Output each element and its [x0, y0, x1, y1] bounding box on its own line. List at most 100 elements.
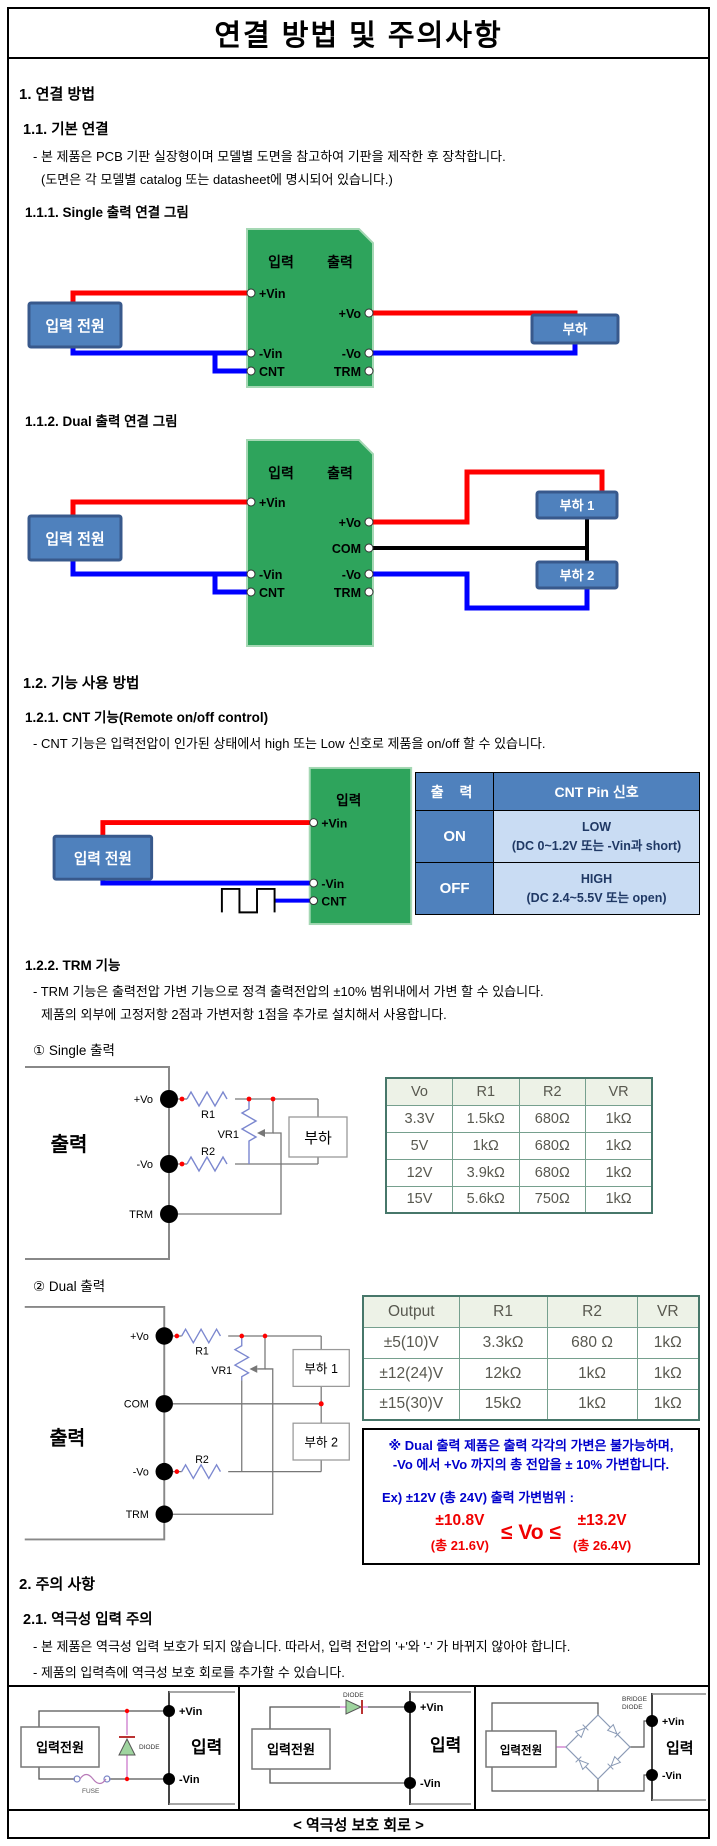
cnt-state-off: OFF: [415, 862, 495, 915]
single-trm-row: 출력 R1 R2 VR1 부하 +Vo: [17, 1059, 700, 1271]
cnt-signal-table: 출 력 CNT Pin 신호 ON LOW (DC 0~1.2V 또는 -Vin…: [415, 772, 700, 915]
note-operator: ≤ Vo ≤: [501, 1520, 561, 1544]
load2-box: [292, 1422, 350, 1461]
heading-2-1: 2.1. 역극성 입력 주의: [23, 1611, 153, 1628]
module-pins: [246, 288, 374, 376]
note-formula: ±10.8V (총 21.6V) ≤ Vo ≤ ±13.2V (총 26.4V): [368, 1512, 694, 1554]
pin-vin-plus: +Vin: [662, 1716, 684, 1728]
top-wire: [269, 1706, 404, 1729]
wire-blue-input: [70, 560, 247, 577]
cnt-off-detail: HIGH (DC 2.4~5.5V 또는 open): [493, 862, 700, 915]
body-1-1-line1: - 본 제품은 PCB 기판 실장형이며 모델별 도면을 참고하여 기판을 제작…: [33, 149, 506, 164]
fuse-terminal-icon: [103, 1775, 111, 1783]
protection-circuits-strip: DIODE FUSE 입력전원 +Vin -Vin 입력: [9, 1685, 708, 1809]
page-title: 연결 방법 및 주의사항: [9, 9, 708, 59]
resistor-r1: [181, 1327, 222, 1345]
wire-blue-cnt: [212, 353, 247, 374]
load1-box: [292, 1348, 350, 1388]
cnt-off-signal: HIGH: [580, 871, 613, 886]
module-output-label: 출력: [327, 254, 353, 270]
note-max-col: ±13.2V (총 26.4V): [573, 1512, 631, 1554]
load2-label: 부하 2: [560, 568, 595, 583]
pin-cnt: CNT: [259, 365, 285, 379]
pin-vin-minus: -Vin: [179, 1774, 200, 1786]
wire-blue-input: [70, 347, 247, 356]
cnt-on-signal: LOW: [581, 819, 612, 834]
top-wire: [178, 1098, 319, 1117]
col-vo: Vo: [385, 1077, 453, 1106]
cnt-table-row-off: OFF HIGH (DC 2.4~5.5V 또는 open): [415, 862, 700, 915]
pin-trm: TRM: [126, 1509, 149, 1521]
trm-wire: [172, 1368, 274, 1515]
dual-trm-row: 출력 R1 R2 VR1 부하 1: [17, 1295, 700, 1565]
bridge-label-line2: DIODE: [622, 1704, 643, 1711]
input-power-box: [251, 1728, 331, 1770]
dual-trm-header-row: Output R1 R2 VR: [362, 1295, 700, 1328]
input-power-label: 입력전원: [267, 1742, 315, 1757]
resistor-r1: [186, 1090, 228, 1108]
wire-red-input: [70, 499, 247, 516]
protection-panel-shunt-diode: DIODE FUSE 입력전원 +Vin -Vin 입력: [9, 1687, 240, 1809]
fuse-label: FUSE: [82, 1788, 100, 1795]
bridge-label-line1: BRIDGE: [622, 1696, 648, 1703]
heading-1-2-2: 1.2.2. TRM 기능: [25, 958, 121, 973]
input-power-label: 입력 전원: [45, 317, 104, 335]
load-label: 부하: [563, 321, 588, 337]
note-line2: -Vo 에서 +Vo 까지의 총 전압을 ± 10% 가변합니다.: [392, 1456, 670, 1472]
input-power-label: 입력 전원: [45, 530, 104, 548]
note-line1: ※ Dual 출력 제품은 출력 각각의 가변은 불가능하며,: [388, 1438, 674, 1453]
heading-2: 2. 주의 사항: [19, 1575, 96, 1593]
note-example: Ex) ±12V (총 24V) 출력 가변범위 :: [382, 1489, 575, 1505]
output-block-label: 출력: [50, 1428, 86, 1450]
load1-label: 부하 1: [560, 498, 595, 513]
bottom-wire: [491, 1767, 652, 1792]
pin-cnt: CNT: [259, 586, 285, 600]
input-block-label: 입력: [666, 1739, 694, 1757]
wiper-arrow-icon: [249, 1365, 258, 1373]
module-input-label: 입력: [268, 254, 294, 270]
pin-vin-plus: +Vin: [179, 1706, 203, 1718]
pin-vo-plus: +Vo: [339, 307, 362, 321]
cnt-table-header-output: 출 력: [415, 772, 495, 811]
input-power-label: 입력 전원: [74, 850, 132, 868]
output-pins: [160, 1090, 178, 1223]
top-wire: [491, 1702, 599, 1731]
body-1-2-2-line2: 제품의 외부에 고정저항 2점과 가변저항 1점을 추가로 설치해서 사용합니다…: [41, 1007, 447, 1022]
wiper-arrow-icon: [257, 1129, 265, 1137]
note-min-col: ±10.8V (총 21.6V): [431, 1512, 489, 1554]
heading-1-1-2: 1.1.2. Dual 출력 연결 그림: [25, 414, 178, 429]
resistor-r2: [181, 1463, 222, 1480]
input-power-box: [27, 301, 123, 349]
single-trm-header-row: Vo R1 R2 VR: [385, 1077, 653, 1106]
pin-vin-plus: +Vin: [259, 287, 286, 301]
pin-cnt: CNT: [321, 895, 347, 909]
note-max-total: (총 26.4V): [573, 1537, 632, 1553]
strip-caption: < 역극성 보호 회로 >: [9, 1809, 708, 1837]
body-1-2-1: - CNT 기능은 입력전압이 인가된 상태에서 high 또는 Low 신호로…: [33, 736, 546, 751]
wiper-wire: [265, 1099, 274, 1134]
series-diode-icon: [345, 1699, 363, 1715]
protection-panel-series-diode: DIODE 입력전원 +Vin -Vin 입력: [240, 1687, 476, 1809]
dual-output-label: ② Dual 출력: [33, 1279, 106, 1294]
pin-vin-minus: -Vin: [259, 347, 282, 361]
r2-label: R2: [201, 1146, 215, 1158]
col-vr: VR: [636, 1295, 700, 1328]
input-block-stubs: [410, 1691, 471, 1805]
input-power-label: 입력전원: [36, 1740, 84, 1755]
single-output-label: ① Single 출력: [33, 1043, 115, 1058]
fuse-element-icon: [79, 1773, 107, 1785]
dual-output-connection-diagram: 입력 출력 입력 전원 부하 1 부하 2 +Vin -Vin CNT +Vo …: [27, 439, 619, 647]
pin-vo-minus: -Vo: [342, 347, 362, 361]
col-r2: R2: [546, 1295, 638, 1328]
vr1-label: VR1: [218, 1129, 239, 1141]
diode-label: DIODE: [139, 1744, 160, 1751]
potentiometer-vr1: [233, 1336, 250, 1381]
load1-label: 부하 1: [304, 1362, 338, 1376]
pin-vo-plus: +Vo: [130, 1331, 149, 1343]
